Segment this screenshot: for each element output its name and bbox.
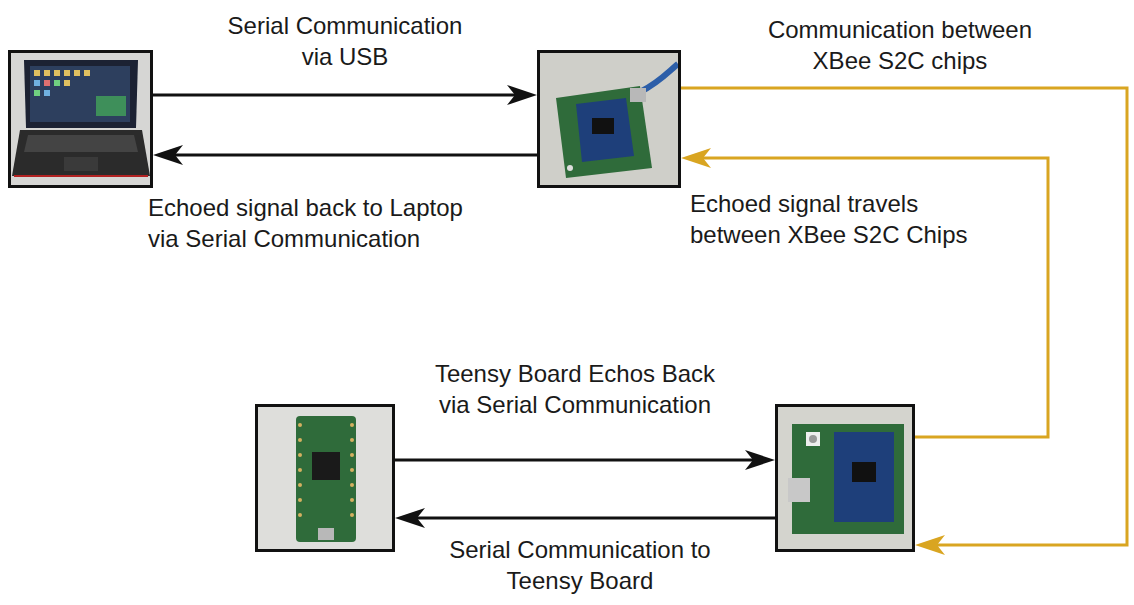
usb-connector: [630, 88, 646, 102]
edge-label: Teensy Board Echos Back via Serial Commu…: [425, 358, 725, 420]
teensy-board: [296, 416, 356, 542]
pin-row: [298, 423, 354, 517]
teensy-photo: [258, 407, 392, 549]
laptop-touchpad: [64, 157, 98, 171]
usb-cable: [640, 64, 678, 92]
edge-label: Serial Communication to Teensy Board: [430, 534, 730, 596]
teensy-chip: [312, 452, 340, 480]
photo-ground: [778, 407, 912, 549]
laptop-screen: [24, 60, 138, 128]
desktop-icons: [34, 70, 90, 96]
signal-arrow: [153, 94, 527, 97]
photo-box: [775, 404, 915, 552]
edge-label: Communication between XBee S2C chips: [755, 14, 1045, 76]
edge-label-box: Teensy Board Echos Back via Serial Commu…: [425, 358, 725, 420]
signal-arrow: [691, 158, 1048, 437]
photo-ground: [540, 53, 678, 185]
edge-label: Echoed signal travels between XBee S2C C…: [690, 188, 985, 250]
xbee-chip: [592, 118, 614, 134]
usb-connector: [318, 528, 334, 540]
screen-desktop: [30, 66, 130, 122]
xbee-module: [576, 98, 634, 162]
reset-button: [806, 432, 820, 446]
edge-label-box: Serial Communication to Teensy Board: [430, 534, 730, 596]
signal-arrow: [681, 88, 1127, 545]
laptop-keyboard: [24, 135, 138, 152]
laptop-base: [12, 130, 150, 176]
photo-ground: [258, 407, 392, 549]
edge-label-box: Echoed signal back to Laptop via Serial …: [148, 192, 493, 254]
edge-label-box: Communication between XBee S2C chips: [755, 14, 1045, 76]
signal-arrow: [163, 154, 537, 157]
photo-box: [8, 50, 153, 188]
signal-arrow: [405, 517, 775, 520]
laptop-photo: [11, 53, 150, 185]
xbee-board-photo: [540, 53, 678, 185]
edge-label: Echoed signal back to Laptop via Serial …: [148, 192, 493, 254]
button-cap: [809, 435, 817, 443]
xbee-board-photo: [778, 407, 912, 549]
edge-label-box: Echoed signal travels between XBee S2C C…: [690, 188, 985, 250]
photo-box: [537, 50, 681, 188]
edge-label: Serial Communication via USB: [220, 10, 470, 72]
signal-arrow: [395, 459, 765, 462]
photo-box: [255, 404, 395, 552]
led: [567, 165, 573, 171]
edge-label-box: Serial Communication via USB: [220, 10, 470, 72]
xbee-module: [834, 432, 894, 522]
photo-ground: [11, 53, 150, 185]
usb-connector: [788, 478, 810, 502]
laptop-trim: [14, 175, 148, 177]
screen-window: [96, 96, 126, 116]
xbee-chip: [852, 462, 876, 482]
pcb: [556, 86, 652, 178]
